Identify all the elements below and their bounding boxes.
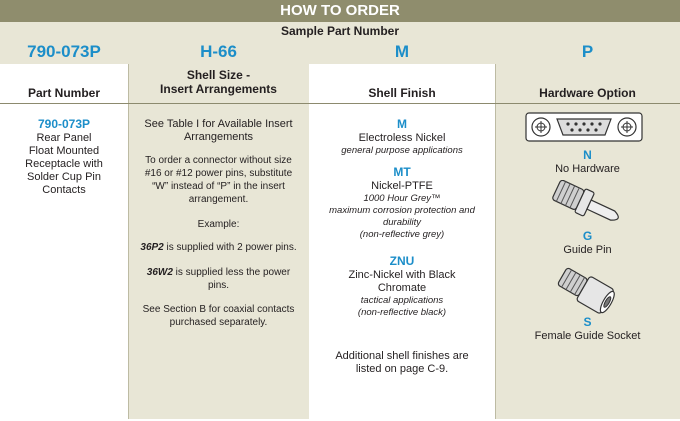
shell-size-substitute-note: To order a connector without size #16 or… [144, 155, 293, 205]
header-shell-finish: Shell Finish [368, 86, 436, 100]
part-desc-line: Solder Cup Pin [27, 171, 101, 183]
part-number-code: 790-073P [37, 117, 91, 131]
part-desc-line: Contacts [42, 184, 86, 196]
code-shell-finish: M [394, 42, 410, 61]
code-shell-size: H-66 [200, 42, 237, 61]
column-part-number [0, 64, 128, 419]
coaxial-note: See Section B for coaxial contacts purch… [142, 304, 295, 328]
part-desc-line: Rear Panel [36, 132, 92, 144]
sample-code-row: 790-073P H-66 M P [0, 40, 680, 64]
hardware-option-n: N No Hardware [555, 148, 620, 176]
female-guide-socket-icon [550, 266, 630, 318]
header-shell-size: Shell Size - Insert Arrangements [160, 68, 277, 96]
no-hardware-connector-icon [525, 112, 643, 142]
finish-mt: MT Nickel-PTFE 1000 Hour Grey™ maximum c… [329, 165, 475, 241]
finish-footer-note: Additional shell finishes are listed on … [335, 350, 469, 375]
part-desc-line: Float Mounted [28, 145, 100, 157]
header-row: Part Number Shell Size - Insert Arrangem… [0, 64, 680, 104]
hardware-option-s: S Female Guide Socket [534, 315, 641, 343]
header-part-number: Part Number [27, 86, 101, 100]
finish-znu: ZNU Zinc-Nickel with Black Chromate tact… [348, 254, 456, 319]
code-hardware: P [581, 42, 594, 61]
part-number-cell: 790-073P Rear Panel Float Mounted Recept… [0, 118, 128, 197]
guide-pin-icon [545, 179, 635, 230]
code-part-number: 790-073P [27, 42, 101, 61]
part-desc-line: Receptacle with [25, 158, 103, 170]
finish-m: M Electroless Nickel general purpose app… [341, 117, 463, 157]
shell-size-table-note: See Table I for Available Insert Arrange… [144, 118, 293, 143]
page-title: HOW TO ORDER [0, 0, 680, 22]
example-36p2: 36P2 is supplied with 2 power pins. [140, 242, 297, 253]
column-shell-finish [309, 64, 495, 419]
header-hardware-option: Hardware Option [539, 86, 636, 100]
example-36w2: 36W2 is supplied less the power pins. [146, 267, 291, 291]
column-shell-size [128, 64, 309, 419]
hardware-option-g: G Guide Pin [563, 229, 612, 257]
example-label: Example: [197, 219, 240, 230]
sample-part-number-label: Sample Part Number [0, 22, 680, 40]
